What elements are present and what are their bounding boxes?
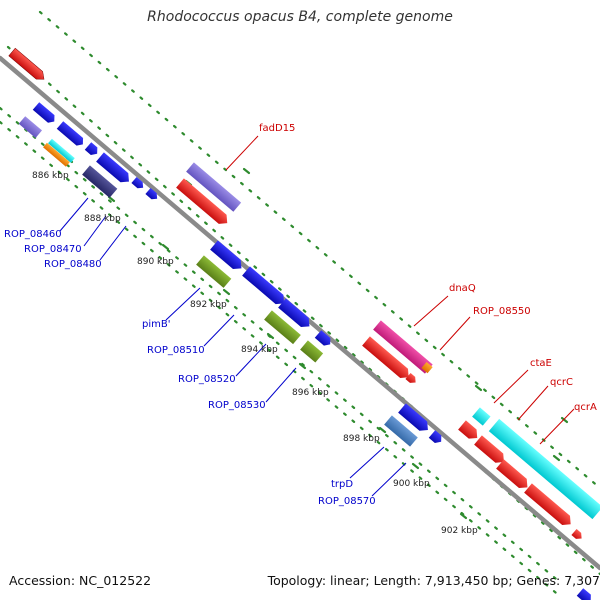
scale-dotted-lines [0,10,600,600]
gene-box[interactable] [43,142,70,167]
gene-arrow[interactable] [242,266,288,308]
gene-arrow[interactable] [8,47,47,83]
gene-labels-blue: ROP_08460 ROP_08470 ROP_08480 pimB' ROP_… [4,229,376,507]
gene-label-rop-08530[interactable]: ROP_08530 [208,400,266,411]
gene-label-dnaq[interactable]: dnaQ [449,283,476,294]
gene-label-rop-08460[interactable]: ROP_08460 [4,229,62,240]
gene-box[interactable] [488,418,600,520]
gene-box[interactable] [384,415,418,447]
scale-label: 886 kbp [32,171,69,181]
gene-box[interactable] [186,162,242,212]
scale-label: 894 kbp [241,345,278,355]
gene-arrow[interactable] [496,459,531,491]
gene-arrow[interactable] [278,298,313,330]
accession-label: Accession: NC_012522 [9,573,152,588]
gene-arrow[interactable] [176,178,231,227]
gene-label-ctae[interactable]: ctaE [530,358,552,369]
gene-arrow[interactable] [571,528,584,542]
gene-arrow[interactable] [210,240,245,272]
gene-arrow[interactable] [56,121,86,148]
gene-label-qcra[interactable]: qcrA [574,402,597,413]
gene-box[interactable] [48,138,75,163]
scale-label: 888 kbp [84,214,121,224]
scale-label: 898 kbp [343,434,380,444]
gene-label-rop-08470[interactable]: ROP_08470 [24,244,82,255]
gene-label-qcrc[interactable]: qcrC [550,377,573,388]
map-title: Rhodococcus opacus B4, complete genome [147,9,453,25]
leader-lines-red [225,135,575,445]
gene-box[interactable] [82,165,118,198]
gene-features[interactable] [8,47,600,600]
gene-arrow[interactable] [458,420,481,442]
gene-arrow[interactable] [96,152,133,186]
gene-label-pimb[interactable]: pimB' [142,319,170,330]
gene-label-rop-08510[interactable]: ROP_08510 [147,345,205,356]
gene-arrow[interactable] [32,102,58,125]
gene-arrow[interactable] [405,372,418,386]
gene-box[interactable] [472,407,491,426]
gene-label-rop-08550[interactable]: ROP_08550 [473,306,531,317]
gene-arrow[interactable] [314,330,334,348]
scale-label: 892 kbp [190,300,227,310]
gene-arrow[interactable] [145,187,159,202]
scale-label: 902 kbp [441,526,478,536]
gene-label-rop-08480[interactable]: ROP_08480 [44,259,102,270]
scale-label: 890 kbp [137,257,174,267]
gene-label-fadd15[interactable]: fadD15 [259,123,295,134]
gene-box[interactable] [264,310,301,345]
genome-summary: Topology: linear; Length: 7,913,450 bp; … [267,573,600,588]
gene-arrow[interactable] [362,336,412,381]
gene-arrow[interactable] [474,435,508,466]
scale-label: 900 kbp [393,479,430,489]
gene-box[interactable] [196,255,232,288]
gene-box[interactable] [300,340,324,363]
gene-labels-red: fadD15 dnaQ ROP_08550 ctaE qcrC qcrA [259,123,597,413]
gene-arrow[interactable] [576,588,594,600]
gene-box[interactable] [421,361,433,374]
gene-arrow[interactable] [398,403,432,434]
gene-arrow[interactable] [428,430,445,445]
gene-label-trpd[interactable]: trpD [331,479,353,490]
gene-arrow[interactable] [524,483,574,528]
gene-label-rop-08520[interactable]: ROP_08520 [178,374,236,385]
leader-lines-blue [59,197,407,497]
gene-arrow[interactable] [131,176,145,191]
gene-box[interactable] [373,320,433,374]
gene-box[interactable] [18,116,43,139]
scale-label: 896 kbp [292,388,329,398]
gene-label-rop-08570[interactable]: ROP_08570 [318,496,376,507]
gene-arrow[interactable] [84,142,101,157]
scale-labels: 886 kbp 888 kbp 890 kbp 892 kbp 894 kbp … [32,171,478,536]
